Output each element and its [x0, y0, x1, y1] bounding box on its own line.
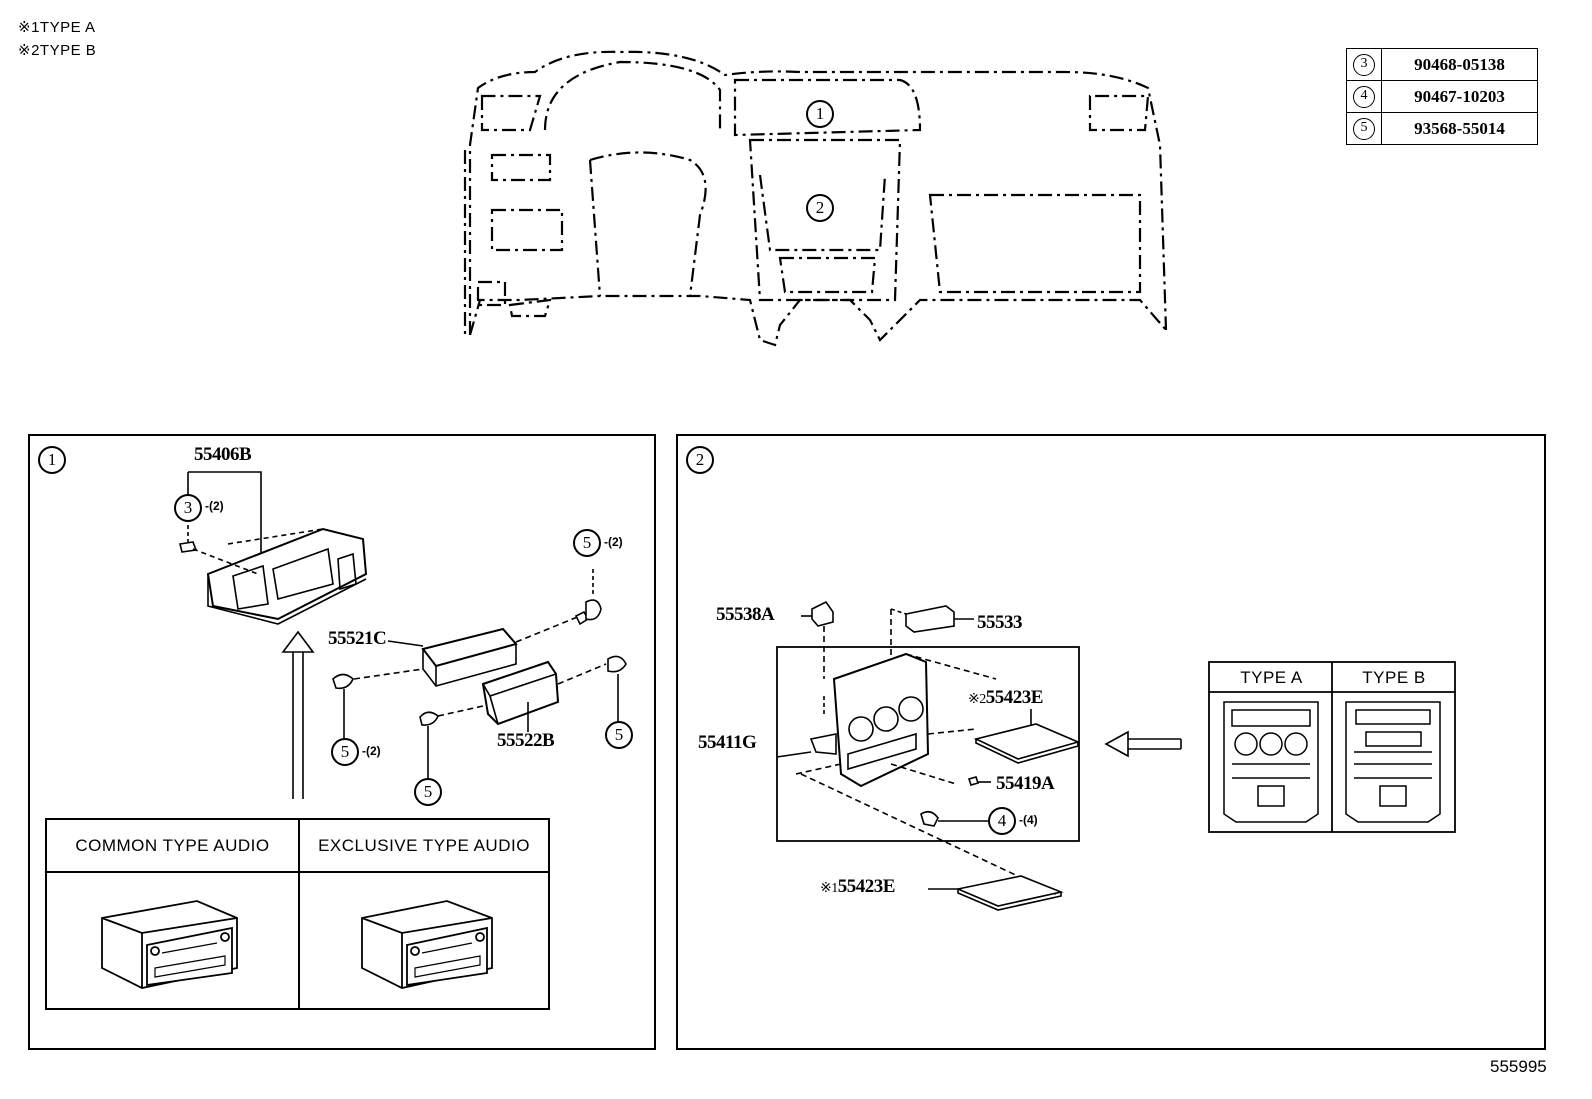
screw-4-qty: -(4): [1019, 813, 1038, 827]
screw-a-qty: -(2): [604, 535, 623, 549]
audio-units-drawing: [101, 900, 493, 989]
ref-row-5: 5 93568-55014: [1346, 112, 1538, 145]
panel-2-drawing: [776, 600, 1456, 911]
panel-1-callout: 1: [38, 446, 66, 474]
callout-4: 4: [1353, 85, 1375, 108]
reference-table: 3 90468-05138 4 90467-10203 5 93568-5501…: [1346, 48, 1538, 145]
callout-1-dashboard: 1: [806, 100, 834, 128]
callout-5-left: 5: [331, 738, 359, 766]
callout-3: 3: [1353, 53, 1375, 76]
panel-1-drawing: [179, 471, 627, 799]
panel-2-callout: 2: [686, 446, 714, 474]
ref-part-5: 93568-55014: [1381, 112, 1538, 145]
screw-b-qty: -(2): [362, 744, 381, 758]
common-type-audio-label: COMMON TYPE AUDIO: [75, 836, 270, 855]
exclusive-type-audio-label: EXCLUSIVE TYPE AUDIO: [318, 836, 530, 855]
figure-id: 555995: [1490, 1057, 1547, 1076]
callout-5: 5: [1353, 117, 1375, 140]
note-type-b: ※2TYPE B: [18, 42, 97, 59]
part-55521c: 55521C: [328, 628, 387, 649]
audio-type-table: COMMON TYPE AUDIO EXCLUSIVE TYPE AUDIO: [45, 818, 550, 1010]
part-55423e-type-b: ※255423E: [968, 687, 1043, 708]
note-type-a: ※1TYPE A: [18, 19, 96, 36]
part-55533: 55533: [977, 612, 1023, 633]
panel-2: [676, 434, 1546, 1050]
callout-5-right: 5: [605, 721, 633, 749]
dashboard-outline: [463, 50, 1168, 347]
callout-5-top-right: 5: [573, 529, 601, 557]
part-55411g: 55411G: [698, 732, 757, 753]
clip-qty: -(2): [205, 499, 224, 513]
callout-3-clip: 3: [174, 494, 202, 522]
part-55522b: 55522B: [497, 730, 555, 751]
panel-1: [28, 434, 656, 1050]
type-b-label: TYPE B: [1362, 668, 1426, 687]
callout-2-dashboard: 2: [806, 194, 834, 222]
part-55419a: 55419A: [996, 773, 1055, 794]
part-55406b: 55406B: [194, 444, 252, 465]
callout-4-screw: 4: [988, 807, 1016, 835]
callout-5-mid: 5: [414, 778, 442, 806]
ref-row-3: 3 90468-05138: [1346, 48, 1538, 81]
type-a-label: TYPE A: [1240, 668, 1303, 687]
part-55538a: 55538A: [716, 604, 775, 625]
part-55423e-type-a: ※155423E: [820, 876, 895, 897]
ref-part-3: 90468-05138: [1381, 48, 1538, 81]
